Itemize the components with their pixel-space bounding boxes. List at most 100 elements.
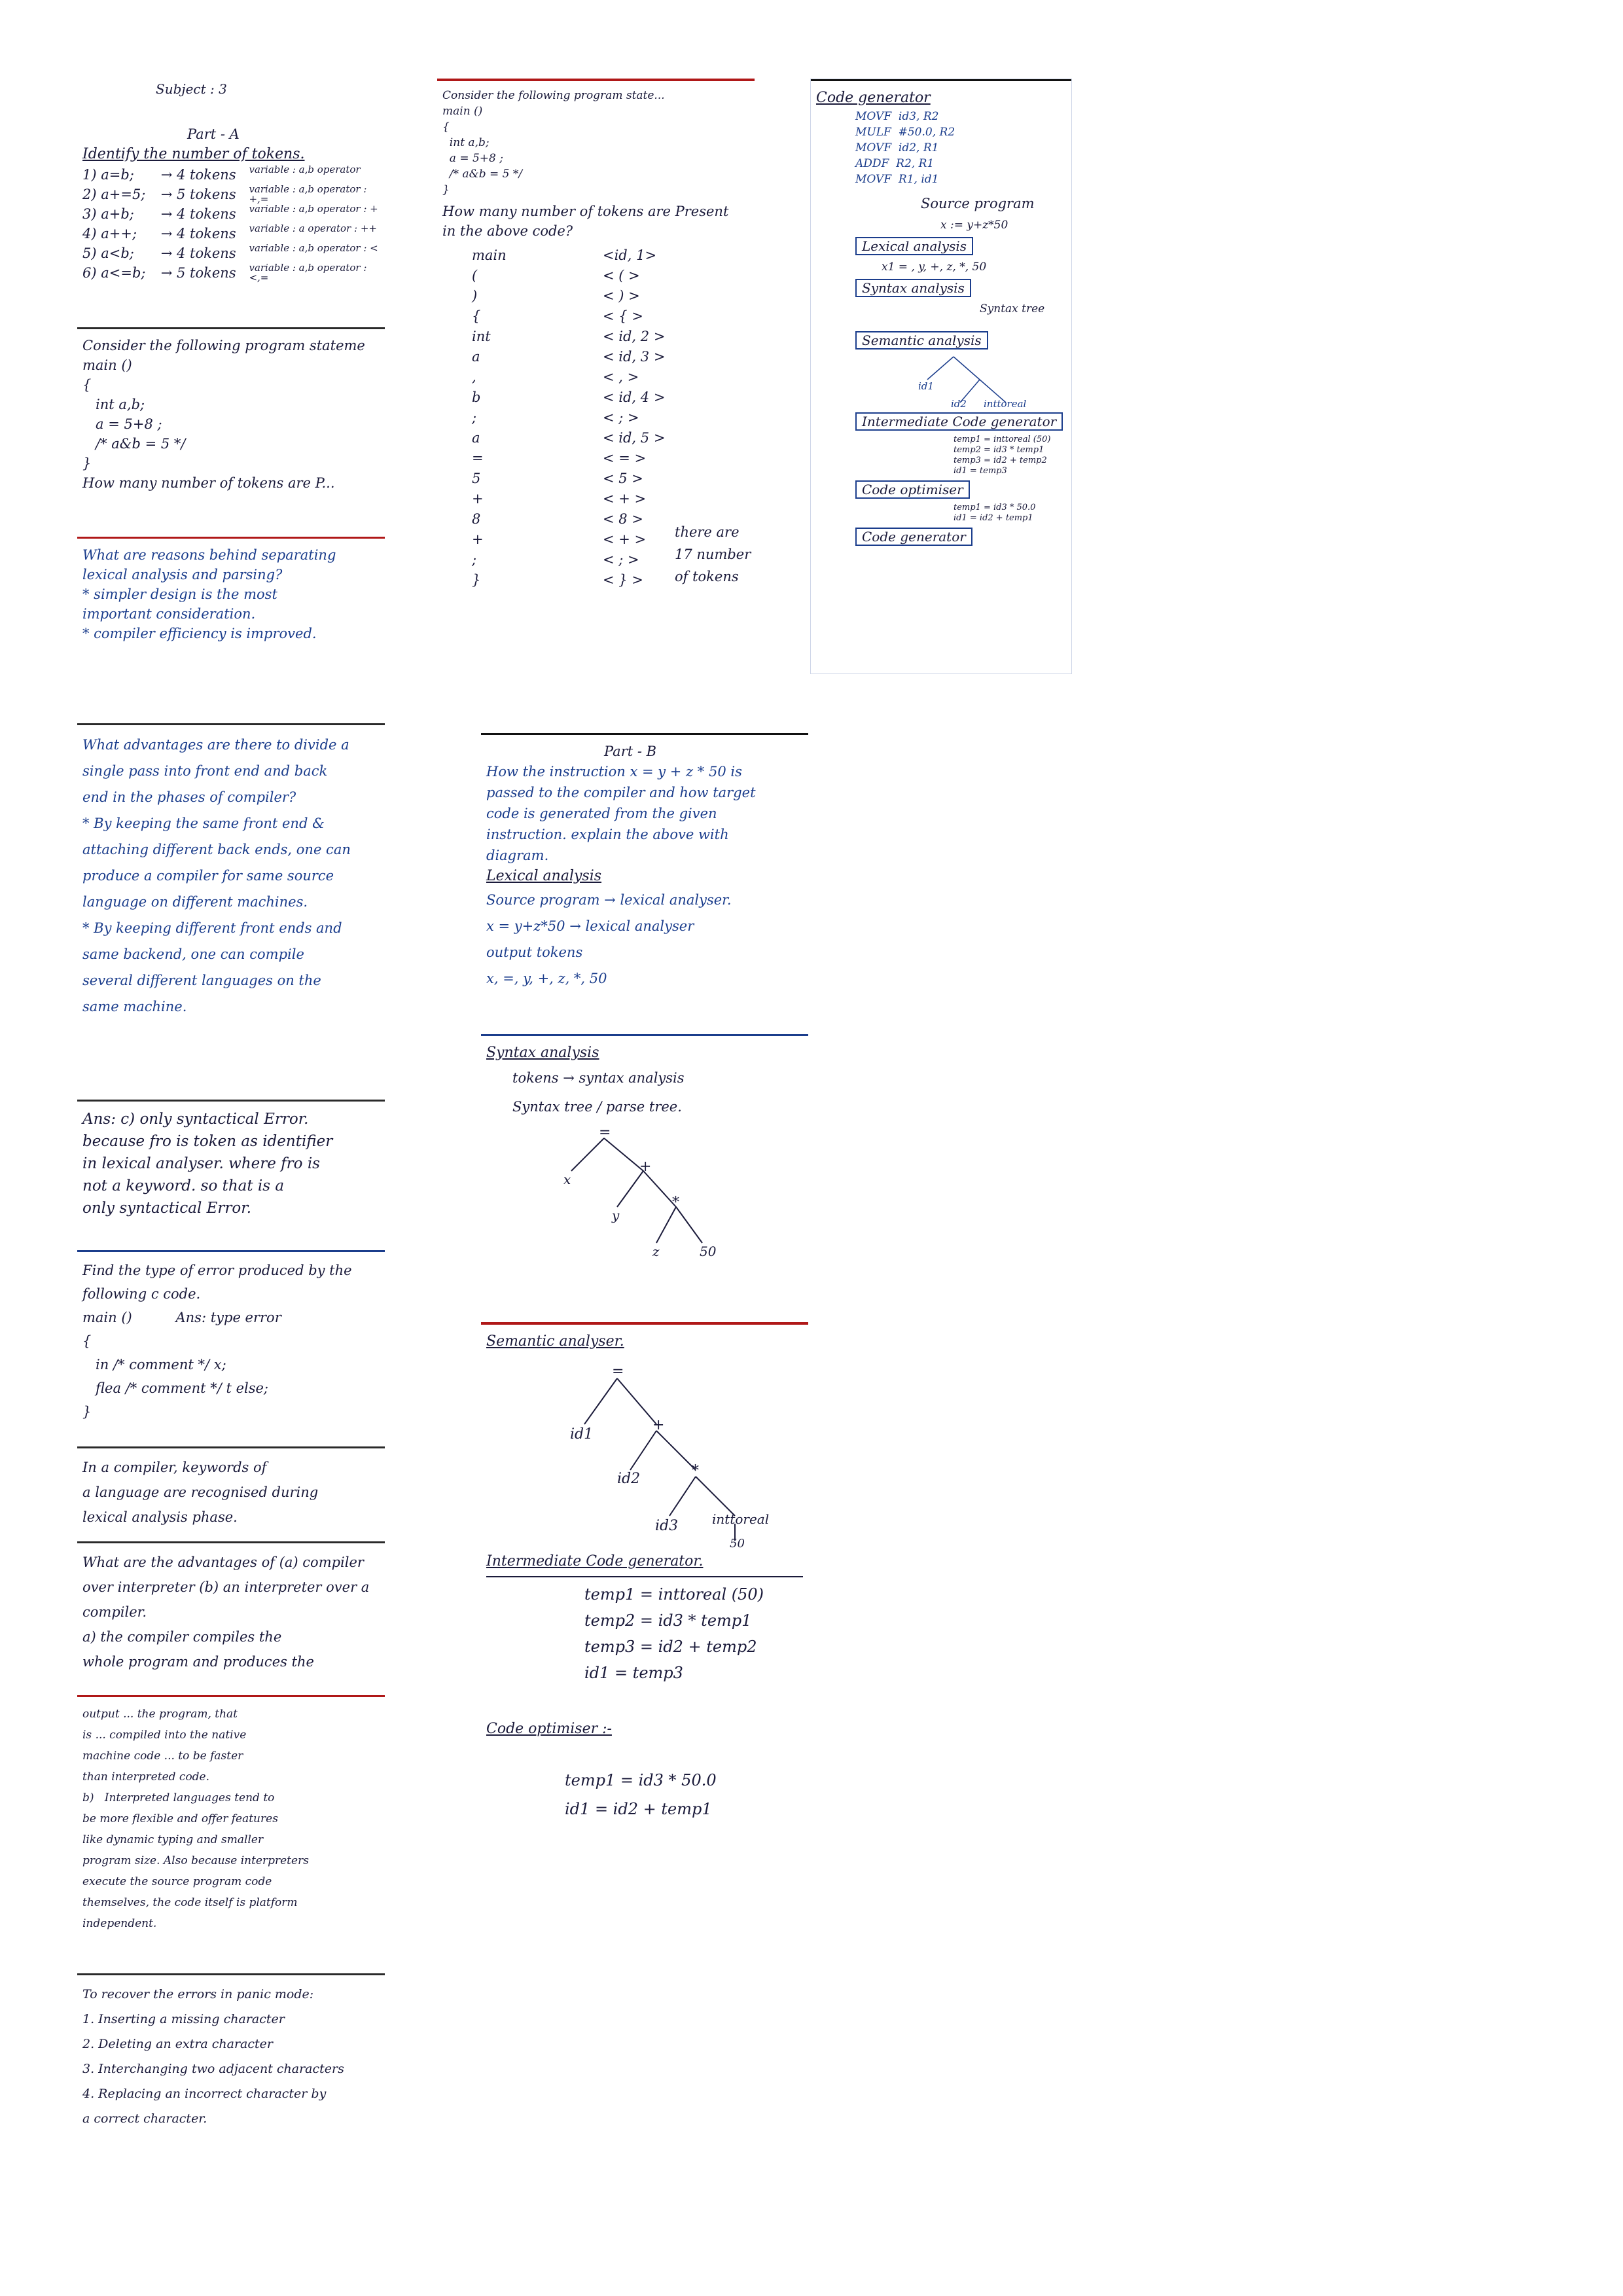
token: < id, 4 > xyxy=(603,389,666,405)
note-line: is ... compiled into the native xyxy=(82,1729,247,1742)
token-spacer xyxy=(688,449,786,468)
note-line: important consideration. xyxy=(82,606,256,622)
token-spacer xyxy=(688,246,786,265)
semantic-leaf-id1: id1 xyxy=(570,1426,593,1443)
note-line: not a keyword. so that is a xyxy=(82,1177,285,1194)
lexeme: ; xyxy=(472,410,477,425)
lexeme: ) xyxy=(472,288,478,304)
note-line: a language are recognised during xyxy=(82,1484,319,1500)
lexeme: { xyxy=(472,308,481,324)
semantic-tree-svg: id1 id2 inttoreal xyxy=(918,356,1027,410)
syntax-leaf-x: x xyxy=(563,1172,571,1187)
middle-intro-lines: Consider the following program state...m… xyxy=(442,88,749,198)
token-table-sheet: Consider the following program state...m… xyxy=(437,79,755,733)
token: < id, 2 > xyxy=(603,329,666,344)
token-note: variable : a,b operator : +,= xyxy=(249,183,367,205)
syntax-leaf-y: y xyxy=(611,1208,620,1223)
icg-line: temp2 = id3 * temp1 xyxy=(954,445,1044,455)
note-line: What are reasons behind separating xyxy=(82,547,336,563)
icg-lines: temp1 = inttoreal (50)temp2 = id3 * temp… xyxy=(486,1576,803,1686)
note-line: in /* comment */ x; xyxy=(82,1357,226,1372)
token: < ; > xyxy=(603,552,639,567)
token-spacer xyxy=(688,368,786,387)
lexeme: b xyxy=(472,389,481,405)
token-note: variable : a,b operator : <,= xyxy=(249,262,367,283)
token-note: variable : a operator : ++ xyxy=(249,223,377,234)
phase-flow: Source program x := y+z*50 Lexical analy… xyxy=(816,194,1066,546)
code-optimiser-box: Code optimiser xyxy=(855,480,970,499)
icg-line: id1 = temp3 xyxy=(954,466,1007,476)
token-spacer xyxy=(688,348,786,367)
token: <id, 1> xyxy=(603,247,657,263)
note-line: output ... the program, that xyxy=(82,1708,238,1721)
intermediate-code-lines: temp1 = inttoreal (50)temp2 = id3 * temp… xyxy=(855,435,1050,476)
semantic-tree-sketch: id1 id2 inttoreal xyxy=(855,353,1052,410)
token: < , > xyxy=(603,369,639,385)
note-line: several different languages on the xyxy=(82,973,321,988)
semantic-node-times: * xyxy=(692,1463,699,1479)
note-line: In a compiler, keywords of xyxy=(82,1460,267,1475)
note-line: } xyxy=(82,1404,92,1420)
q5-lines: Ans: c) only syntactical Error.because f… xyxy=(82,1108,380,1219)
note-line: a = 5+8 ; xyxy=(82,416,162,432)
syntax-leaf-z: z xyxy=(652,1244,660,1259)
source-expression: x := y+z*50 xyxy=(940,219,1008,232)
icg-line: temp3 = id2 + temp2 xyxy=(954,456,1047,465)
lexeme: a xyxy=(472,349,480,365)
note-line: * By keeping different front ends and xyxy=(82,920,342,936)
question-line: in the above code? xyxy=(442,223,573,239)
note-line: 1. Inserting a missing character xyxy=(82,2012,285,2026)
asm-line: MOVF id3, R2 xyxy=(855,110,939,123)
note-line: main () xyxy=(82,357,132,373)
lexical-analysis-box: Lexical analysis xyxy=(855,237,974,255)
token-spacer xyxy=(688,307,786,326)
lexical-output: x1 = , y, +, z, *, 50 xyxy=(882,260,987,274)
token-spacer xyxy=(688,408,786,427)
lexeme: } xyxy=(472,572,481,588)
note-line: end in the phases of compiler? xyxy=(82,789,296,805)
token-note: variable : a,b operator : + xyxy=(249,203,378,215)
lexeme: + xyxy=(472,531,484,547)
note-line: compiler. xyxy=(82,1604,147,1620)
syntax-analysis-section: Syntax analysis tokens → syntax analysis… xyxy=(481,1034,808,1322)
token-count-item: 3) a+b; → 4 tokens variable : a,b operator… xyxy=(82,204,380,224)
q9-lines: output ... the program, that is ... compi… xyxy=(82,1704,380,1934)
semantic-head: Semantic analyser. xyxy=(486,1333,624,1350)
note-line: b) Interpreted languages tend to xyxy=(82,1791,275,1804)
token-expression: 3) a+b; xyxy=(82,206,134,222)
question-line: How the instruction x = y + z * 50 is xyxy=(486,764,742,780)
program-line: /* a&b = 5 */ xyxy=(442,168,523,181)
token: < ) > xyxy=(603,288,640,304)
note-line: flea /* comment */ t else; xyxy=(82,1380,268,1396)
lexical-lines: Source program → lexical analyser.x = y+… xyxy=(486,887,803,992)
note-line: a) the compiler compiles the xyxy=(82,1629,282,1645)
token-count: → 4 tokens xyxy=(160,206,236,222)
token: < id, 3 > xyxy=(603,349,666,365)
token-spacer xyxy=(688,327,786,346)
semantic-leaf-inttoreal: inttoreal xyxy=(712,1511,769,1527)
lexical-line: x = y+z*50 → lexical analyser xyxy=(486,918,694,934)
note-line: single pass into front end and back xyxy=(82,763,328,779)
question-line: diagram. xyxy=(486,848,549,863)
interpreter-advantages-answer: output ... the program, that is ... compi… xyxy=(77,1695,385,1964)
syntax-analysis-box: Syntax analysis xyxy=(855,279,971,297)
semantic-and-codegen-section: Semantic analyser. = id1 + id2 * id3 int… xyxy=(481,1322,808,1818)
code-generator-title: Code generator xyxy=(816,90,931,106)
token-expression: 4) a++; xyxy=(82,226,137,242)
panic-mode-recovery-answer: To recover the errors in panic mode:1. I… xyxy=(77,1973,385,2144)
syntax-node-times: * xyxy=(672,1194,679,1211)
asm-line: MOVF id2, R1 xyxy=(855,141,939,154)
note-line: execute the source program code xyxy=(82,1875,272,1888)
